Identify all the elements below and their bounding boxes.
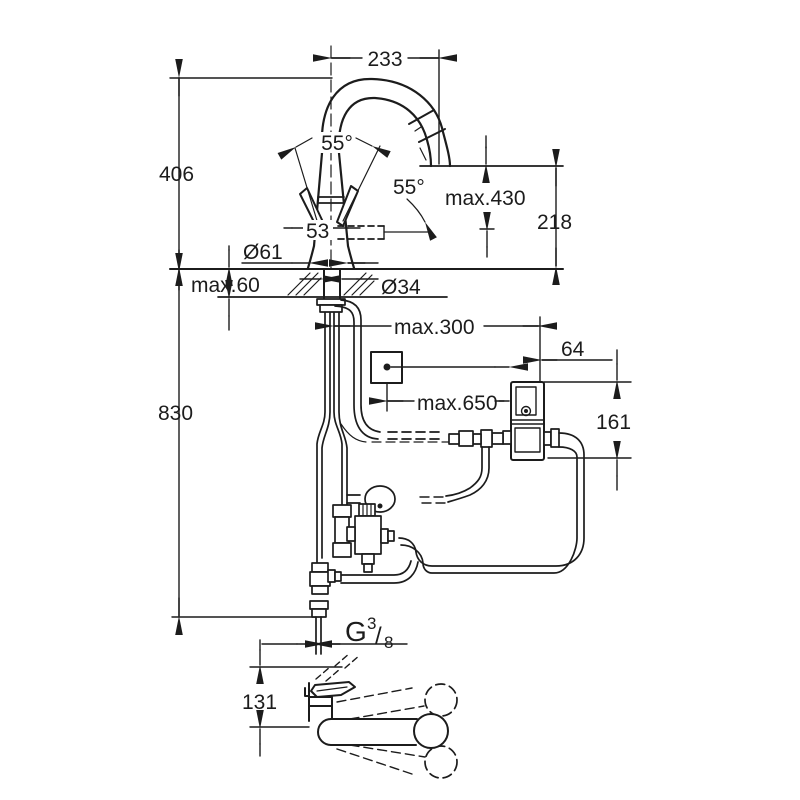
outlet-hose-loop (398, 432, 585, 574)
dim-outlet-height: 218 (419, 149, 572, 285)
dim-55-left-label: 55° (321, 132, 353, 155)
dim-o34-label: Ø34 (381, 276, 421, 299)
lever-right (336, 185, 359, 227)
faucet-body (306, 151, 356, 270)
dim-53-label: 53 (306, 220, 329, 243)
dim-64-label: 64 (561, 338, 585, 361)
dim-406-label: 406 (159, 163, 194, 186)
tee-fitting (311, 562, 329, 573)
dim-shank-diameter: Ø34 (299, 275, 421, 299)
spout (320, 77, 452, 168)
dim-base-diameter: Ø61 (241, 241, 379, 267)
check-valve (332, 504, 352, 518)
plan-swivel-cone (336, 687, 426, 775)
plan-spout-base (317, 718, 332, 746)
plan-spout-tube (330, 718, 418, 746)
dim-max-height: max.430 (445, 135, 526, 258)
plan-lever (310, 681, 356, 698)
dim-55-right-label: 55° (393, 176, 425, 199)
dim-counter-thickness: max.60 (191, 245, 260, 331)
connection-pipe (315, 616, 322, 655)
dim-233-label: 233 (367, 48, 402, 71)
dim-161-label: 161 (596, 411, 631, 434)
dim-height-column: 406 830 (158, 59, 333, 635)
dim-max650-label: max.650 (417, 392, 498, 415)
dim-spout-projection: 233 (313, 48, 457, 165)
valve-assembly (309, 485, 419, 655)
dim-218-label: 218 (537, 211, 572, 234)
dim-max430-label: max.430 (445, 187, 526, 210)
dim-max300-label: max.300 (394, 316, 475, 339)
plan-spray-head (413, 713, 449, 749)
dim-max60-label: max.60 (191, 274, 260, 297)
dim-side-distance: max.300 (315, 316, 557, 382)
dim-lever-angle-right: 55° (393, 176, 437, 241)
dim-lever-width: 53 (283, 220, 361, 243)
dim-g38-label: G 3 / 8 (345, 614, 393, 652)
plan-head-up-dashed (424, 683, 458, 717)
plan-body (304, 682, 333, 722)
dim-131-label: 131 (242, 691, 277, 714)
dim-830-label: 830 (158, 402, 193, 425)
lever-pulled-dashed (337, 225, 385, 240)
countertop (169, 268, 564, 298)
dim-lever-angle-left: 55° (277, 132, 391, 225)
control-box-assembly: 64 161 (419, 338, 632, 504)
mixer-valve-body (354, 515, 382, 555)
dim-thread: G 3 / 8 (261, 614, 408, 652)
plan-view: 131 (242, 639, 458, 779)
dim-o61-label: Ø61 (243, 241, 283, 264)
connection-nut (309, 600, 329, 610)
supply-hoses (316, 299, 457, 566)
plan-head-down-dashed (424, 745, 458, 779)
sensor-dot (383, 363, 391, 371)
mounting-shank (316, 268, 346, 313)
sensor-unit: max.650 (369, 351, 528, 415)
